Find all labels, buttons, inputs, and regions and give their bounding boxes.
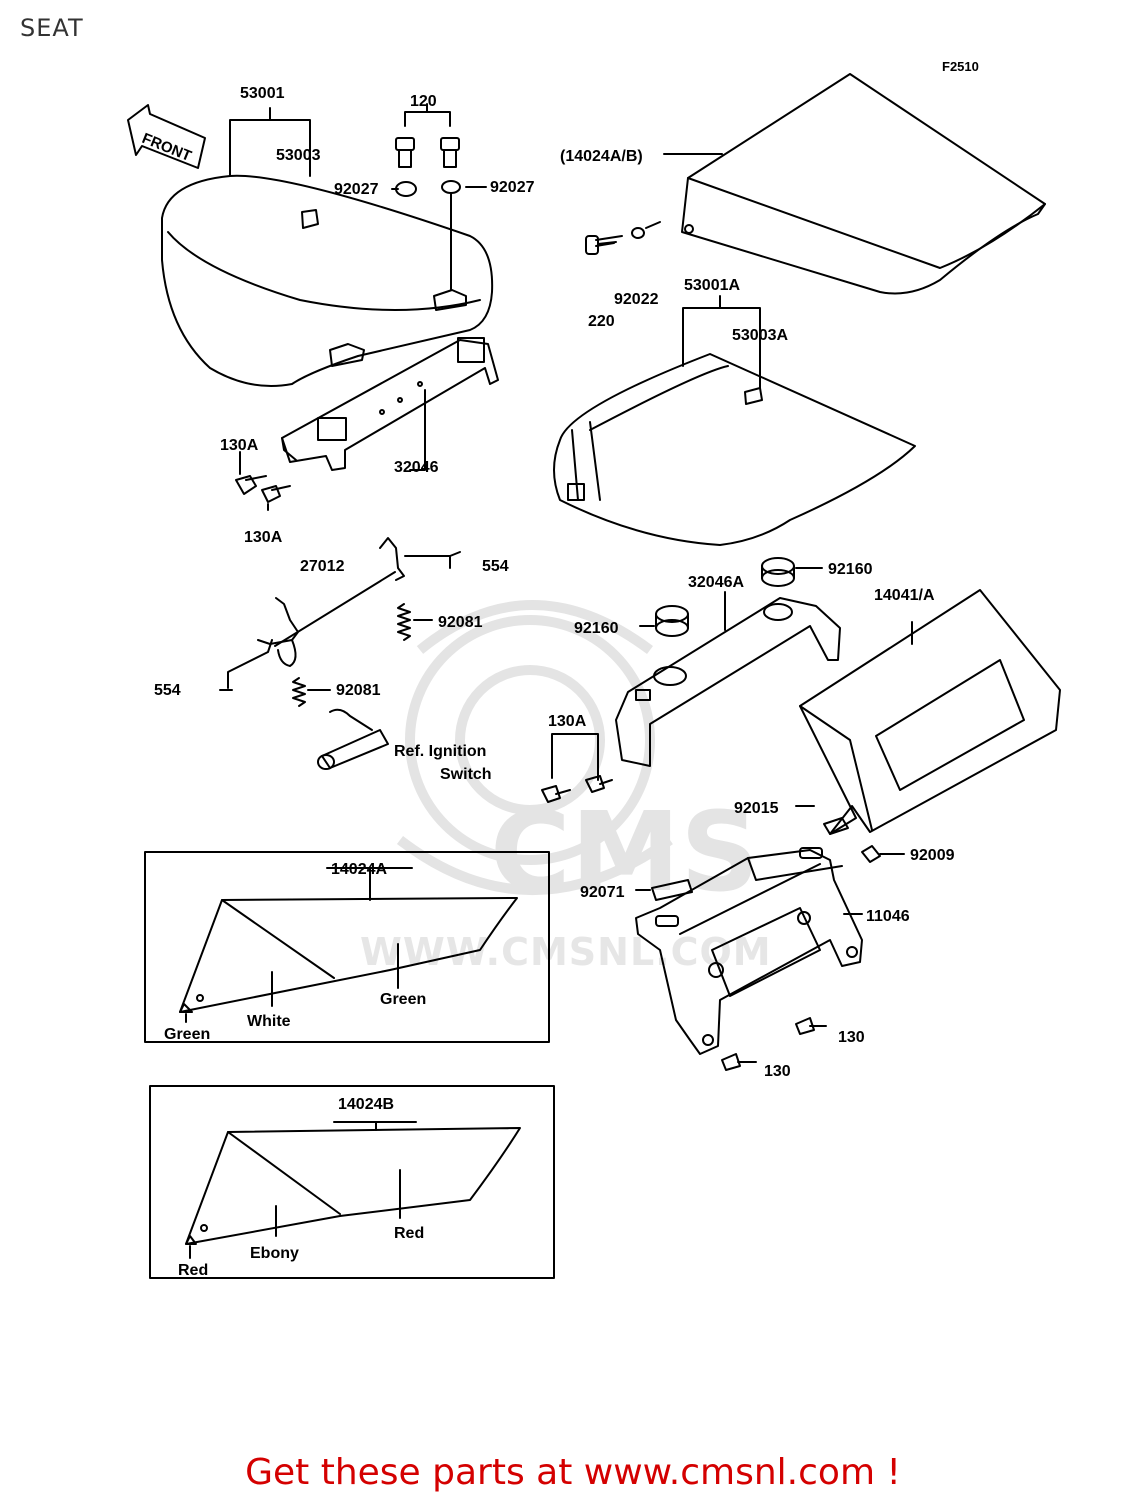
label-53001a: 53001A xyxy=(684,277,740,294)
page-title: SEAT xyxy=(20,14,84,42)
rear-frame-32046a xyxy=(615,591,841,767)
label-120: 120 xyxy=(410,93,437,110)
label-53001: 53001 xyxy=(240,85,285,102)
bracket-11046 xyxy=(635,847,863,1055)
label-130-bottom: 130 xyxy=(764,1063,791,1080)
label-92009: 92009 xyxy=(910,847,955,864)
inset-a-color-mid: White xyxy=(247,1013,291,1030)
label-130-top: 130 xyxy=(838,1029,865,1046)
label-92081-top: 92081 xyxy=(438,614,483,631)
inset-b-color-mid: Ebony xyxy=(250,1245,299,1262)
label-130a-top: 130A xyxy=(220,437,259,454)
springs-92081 xyxy=(292,603,433,707)
label-554-left: 554 xyxy=(154,682,181,699)
rear-seat-cowl xyxy=(585,73,1046,295)
seat-base-32046 xyxy=(281,337,499,471)
figure-code: F2510 xyxy=(942,59,979,74)
inset-b-title: 14024B xyxy=(338,1096,394,1113)
label-53003a: 53003A xyxy=(732,327,788,344)
label-32046: 32046 xyxy=(394,459,439,476)
inset-b xyxy=(149,1085,555,1279)
label-130a-mid: 130A xyxy=(548,713,587,730)
label-92027-right: 92027 xyxy=(490,179,535,196)
label-92022: 92022 xyxy=(614,291,659,308)
inset-a-color-tip: Green xyxy=(164,1026,210,1043)
label-ref-ignition-1: Ref. Ignition xyxy=(394,743,486,760)
label-92160-left: 92160 xyxy=(574,620,619,637)
screw-92009 xyxy=(861,845,905,863)
rear-seat xyxy=(553,295,916,546)
bolts-130 xyxy=(721,1017,827,1071)
label-92160-right: 92160 xyxy=(828,561,873,578)
watermark-site: WWW.CMSNL.COM xyxy=(360,930,772,974)
label-53003: 53003 xyxy=(276,147,321,164)
inset-a-color-top: Green xyxy=(380,991,426,1008)
bolts-130a-top xyxy=(235,451,291,511)
label-32046a: 32046A xyxy=(688,574,744,591)
label-14041a: 14041/A xyxy=(874,587,935,604)
front-arrow-label: FRONT xyxy=(140,130,194,165)
label-11046: 11046 xyxy=(866,908,910,925)
inset-b-color-top: Red xyxy=(394,1225,424,1242)
label-92081-bottom: 92081 xyxy=(336,682,381,699)
inset-a-title: 14024A xyxy=(331,861,387,878)
label-92027-left: 92027 xyxy=(334,181,379,198)
part-callouts: 53001 53003 120 92027 92027 (14024A/B) 9… xyxy=(140,85,955,1279)
ignition-switch xyxy=(317,708,389,770)
label-130a-bottom: 130A xyxy=(244,529,283,546)
label-220: 220 xyxy=(588,313,615,330)
label-92015: 92015 xyxy=(734,800,779,817)
label-27012: 27012 xyxy=(300,558,345,575)
seat-lock-lever xyxy=(219,537,461,691)
label-92071: 92071 xyxy=(580,884,625,901)
bolts-120 xyxy=(391,103,487,291)
front-arrow xyxy=(127,104,206,169)
promo-link[interactable]: Get these parts at www.cmsnl.com ! xyxy=(245,1452,901,1493)
promo-footer[interactable]: Get these parts at www.cmsnl.com ! xyxy=(0,1452,1146,1493)
side-cover xyxy=(795,589,1061,835)
grommets-92160 xyxy=(639,557,823,637)
inset-a xyxy=(144,851,550,1043)
label-554-right: 554 xyxy=(482,558,509,575)
label-ref-ignition-2: Switch xyxy=(440,766,492,783)
bolts-130a-mid xyxy=(541,733,613,803)
label-14024ab: (14024A/B) xyxy=(560,148,643,165)
inset-b-color-tip: Red xyxy=(178,1262,208,1279)
part-92071 xyxy=(635,879,693,901)
front-seat xyxy=(161,107,494,387)
